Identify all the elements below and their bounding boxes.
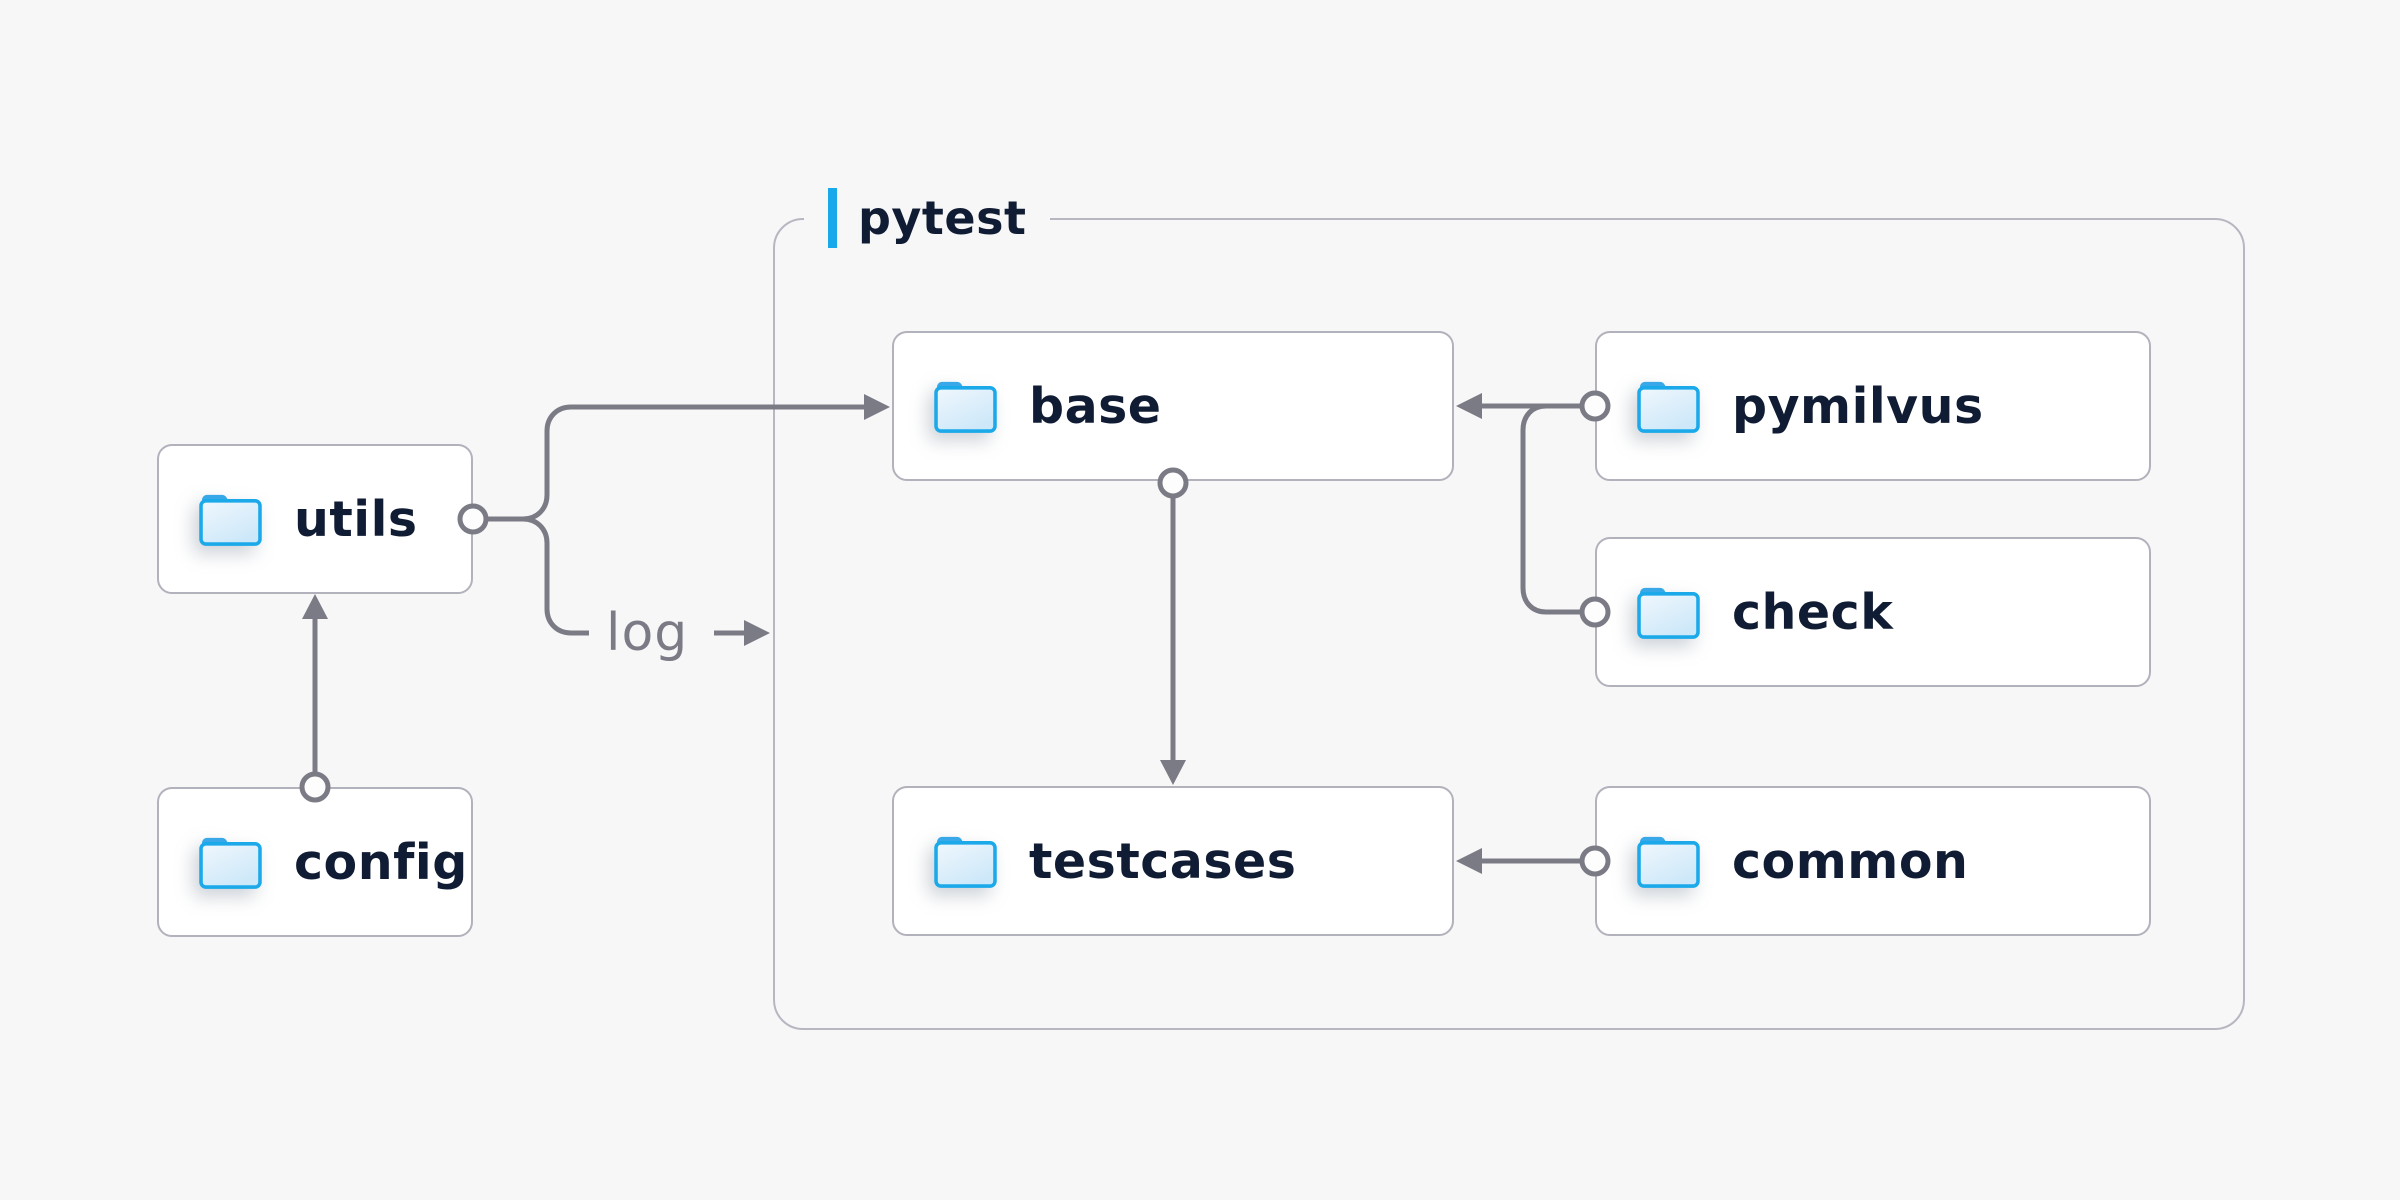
folder-node-config: config xyxy=(157,787,473,937)
folder-icon xyxy=(197,834,264,891)
folder-node-check: check xyxy=(1595,537,2151,687)
edge-utils-log xyxy=(522,516,589,636)
folder-icon xyxy=(932,833,999,890)
node-label: pymilvus xyxy=(1732,377,1984,435)
node-label: config xyxy=(294,833,468,891)
pytest-group-label: pytest xyxy=(804,187,1051,249)
node-label: base xyxy=(1029,377,1162,435)
folder-icon xyxy=(1635,833,1702,890)
node-label: testcases xyxy=(1029,832,1297,890)
folder-node-pymilvus: pymilvus xyxy=(1595,331,2151,481)
accent-bar xyxy=(828,188,837,248)
log-edge-label: log xyxy=(606,603,689,663)
folder-icon xyxy=(932,378,999,435)
folder-node-base: base xyxy=(892,331,1454,481)
folder-icon xyxy=(197,491,264,548)
node-label: utils xyxy=(294,490,418,548)
folder-icon xyxy=(1635,378,1702,435)
folder-node-common: common xyxy=(1595,786,2151,936)
node-label: common xyxy=(1732,832,1969,890)
folder-icon xyxy=(1635,584,1702,641)
pytest-group-frame xyxy=(773,218,2245,1030)
folder-node-utils: utils xyxy=(157,444,473,594)
node-label: check xyxy=(1732,583,1894,641)
pytest-group-title: pytest xyxy=(858,191,1027,245)
arrowhead-log xyxy=(744,620,770,646)
folder-node-testcases: testcases xyxy=(892,786,1454,936)
arrowhead-into-utils xyxy=(302,594,328,619)
